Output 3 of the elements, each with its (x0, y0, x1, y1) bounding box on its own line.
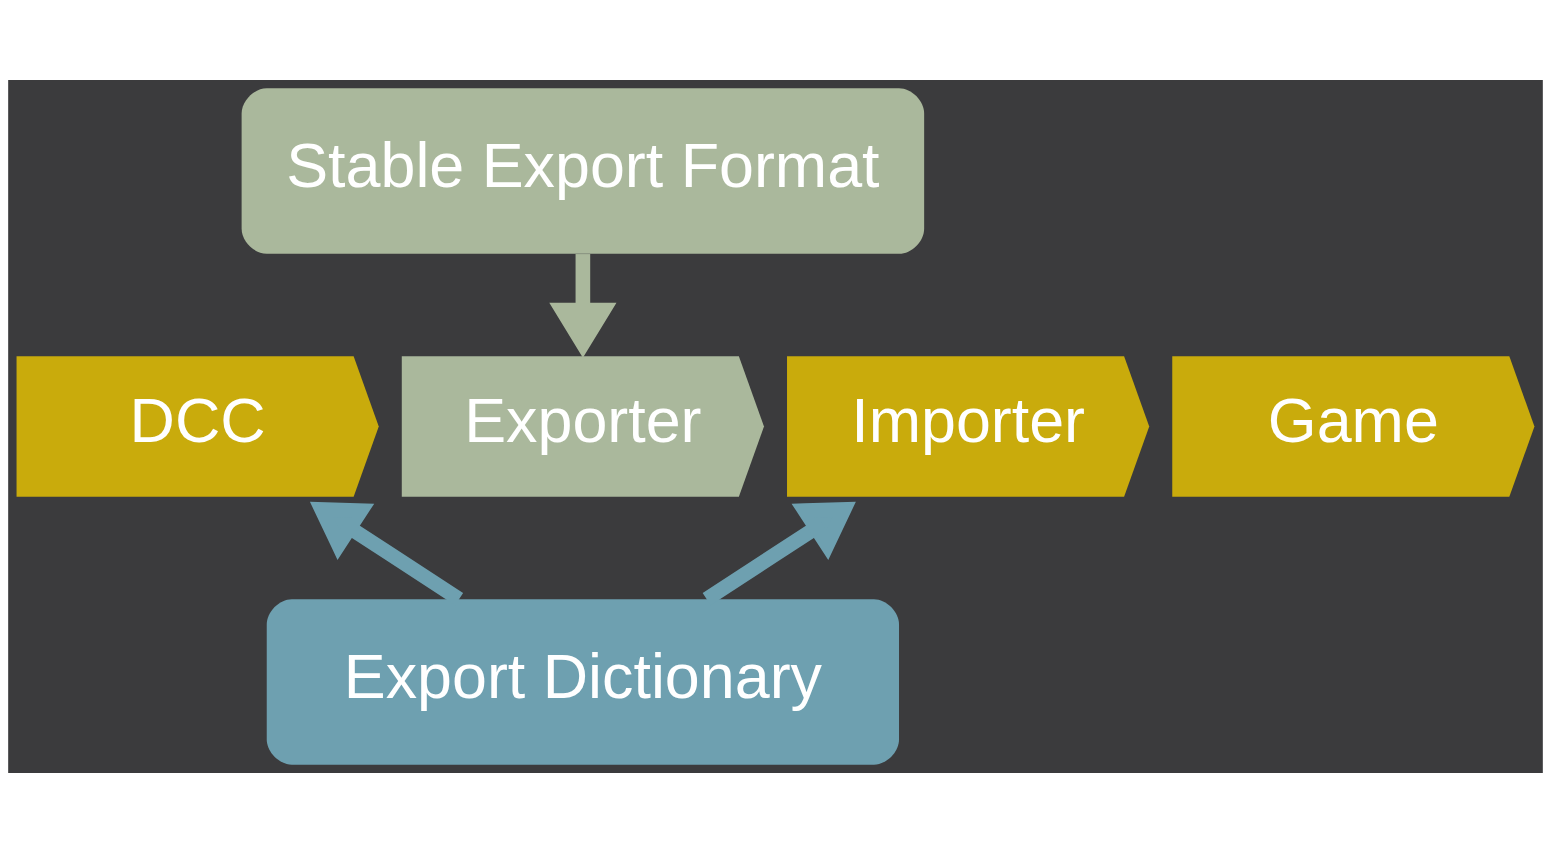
node-box: Export Dictionary (266, 599, 900, 765)
arrow (549, 254, 617, 358)
node-box: Stable Export Format (241, 88, 925, 254)
